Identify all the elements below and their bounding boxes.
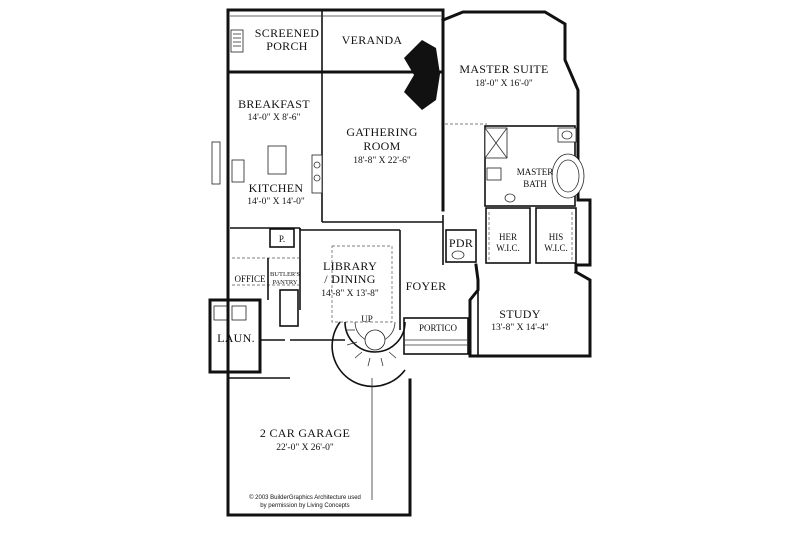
study-label: STUDY: [499, 307, 541, 321]
main-walls: [211, 70, 592, 358]
breakfast-label: BREAKFAST: [238, 97, 310, 111]
gathering-room-label-1: GATHERING: [346, 125, 417, 139]
library-dining-dims: 14'-8" X 13'-8": [321, 289, 379, 299]
foyer-label: FOYER: [406, 279, 447, 293]
garage-dims: 22'-0" X 26'-0": [276, 443, 334, 453]
office-label: OFFICE: [234, 274, 266, 284]
butlers-pantry-label-1: BUTLER'S: [270, 271, 300, 278]
kitchen-label: KITCHEN: [249, 181, 304, 195]
pantry-label: P.: [279, 234, 285, 244]
library-dining-label-1: LIBRARY: [323, 259, 377, 273]
her-wic-label-2: W.I.C.: [496, 243, 519, 253]
screened-porch-label-2: PORCH: [266, 39, 308, 53]
gathering-room-dims: 18'-8" X 22'-6": [353, 156, 411, 166]
library-dining-label-2: / DINING: [324, 272, 375, 286]
screened-porch-label-1: SCREENED: [255, 26, 319, 40]
master-wing-walls: [441, 10, 592, 274]
fireplace-icon: [404, 40, 440, 110]
butlers-pantry-label-2: PANTRY: [272, 279, 297, 286]
room-labels: SCREENED PORCH VERANDA MASTER SUITE 18'-…: [217, 26, 568, 509]
laundry-walls: [208, 298, 285, 374]
breakfast-dims: 14'-0" X 8'-6": [248, 113, 301, 123]
portico-label: PORTICO: [419, 323, 457, 333]
credit-line-2: by permission by Living Concepts: [260, 503, 349, 509]
veranda-label: VERANDA: [342, 33, 403, 47]
kitchen-dims: 14'-0" X 14'-0": [247, 197, 305, 207]
garage-label: 2 CAR GARAGE: [260, 426, 350, 440]
his-wic-label-2: W.I.C.: [544, 243, 567, 253]
pdr-label: PDR: [449, 236, 473, 250]
master-bath-label-1: MASTER: [517, 167, 554, 177]
her-wic-label-1: HER: [499, 232, 517, 242]
his-wic-label-1: HIS: [549, 232, 564, 242]
laundry-label: LAUN.: [217, 331, 255, 345]
gathering-room-label-2: ROOM: [363, 139, 400, 153]
master-suite-dims: 18'-0" X 16'-0": [475, 79, 533, 89]
garage-walls: [226, 298, 412, 517]
master-bath-label-2: BATH: [523, 179, 547, 189]
study-dims: 13'-8" X 14'-4": [491, 323, 549, 333]
stair-up-label: UP: [361, 314, 373, 324]
island-icon: [267, 145, 287, 175]
master-suite-label: MASTER SUITE: [459, 62, 548, 76]
grill-icon: [230, 29, 244, 53]
spiral-stair: [331, 321, 406, 388]
credit-line-1: © 2003 BuilderGraphics Architecture used: [249, 494, 361, 501]
